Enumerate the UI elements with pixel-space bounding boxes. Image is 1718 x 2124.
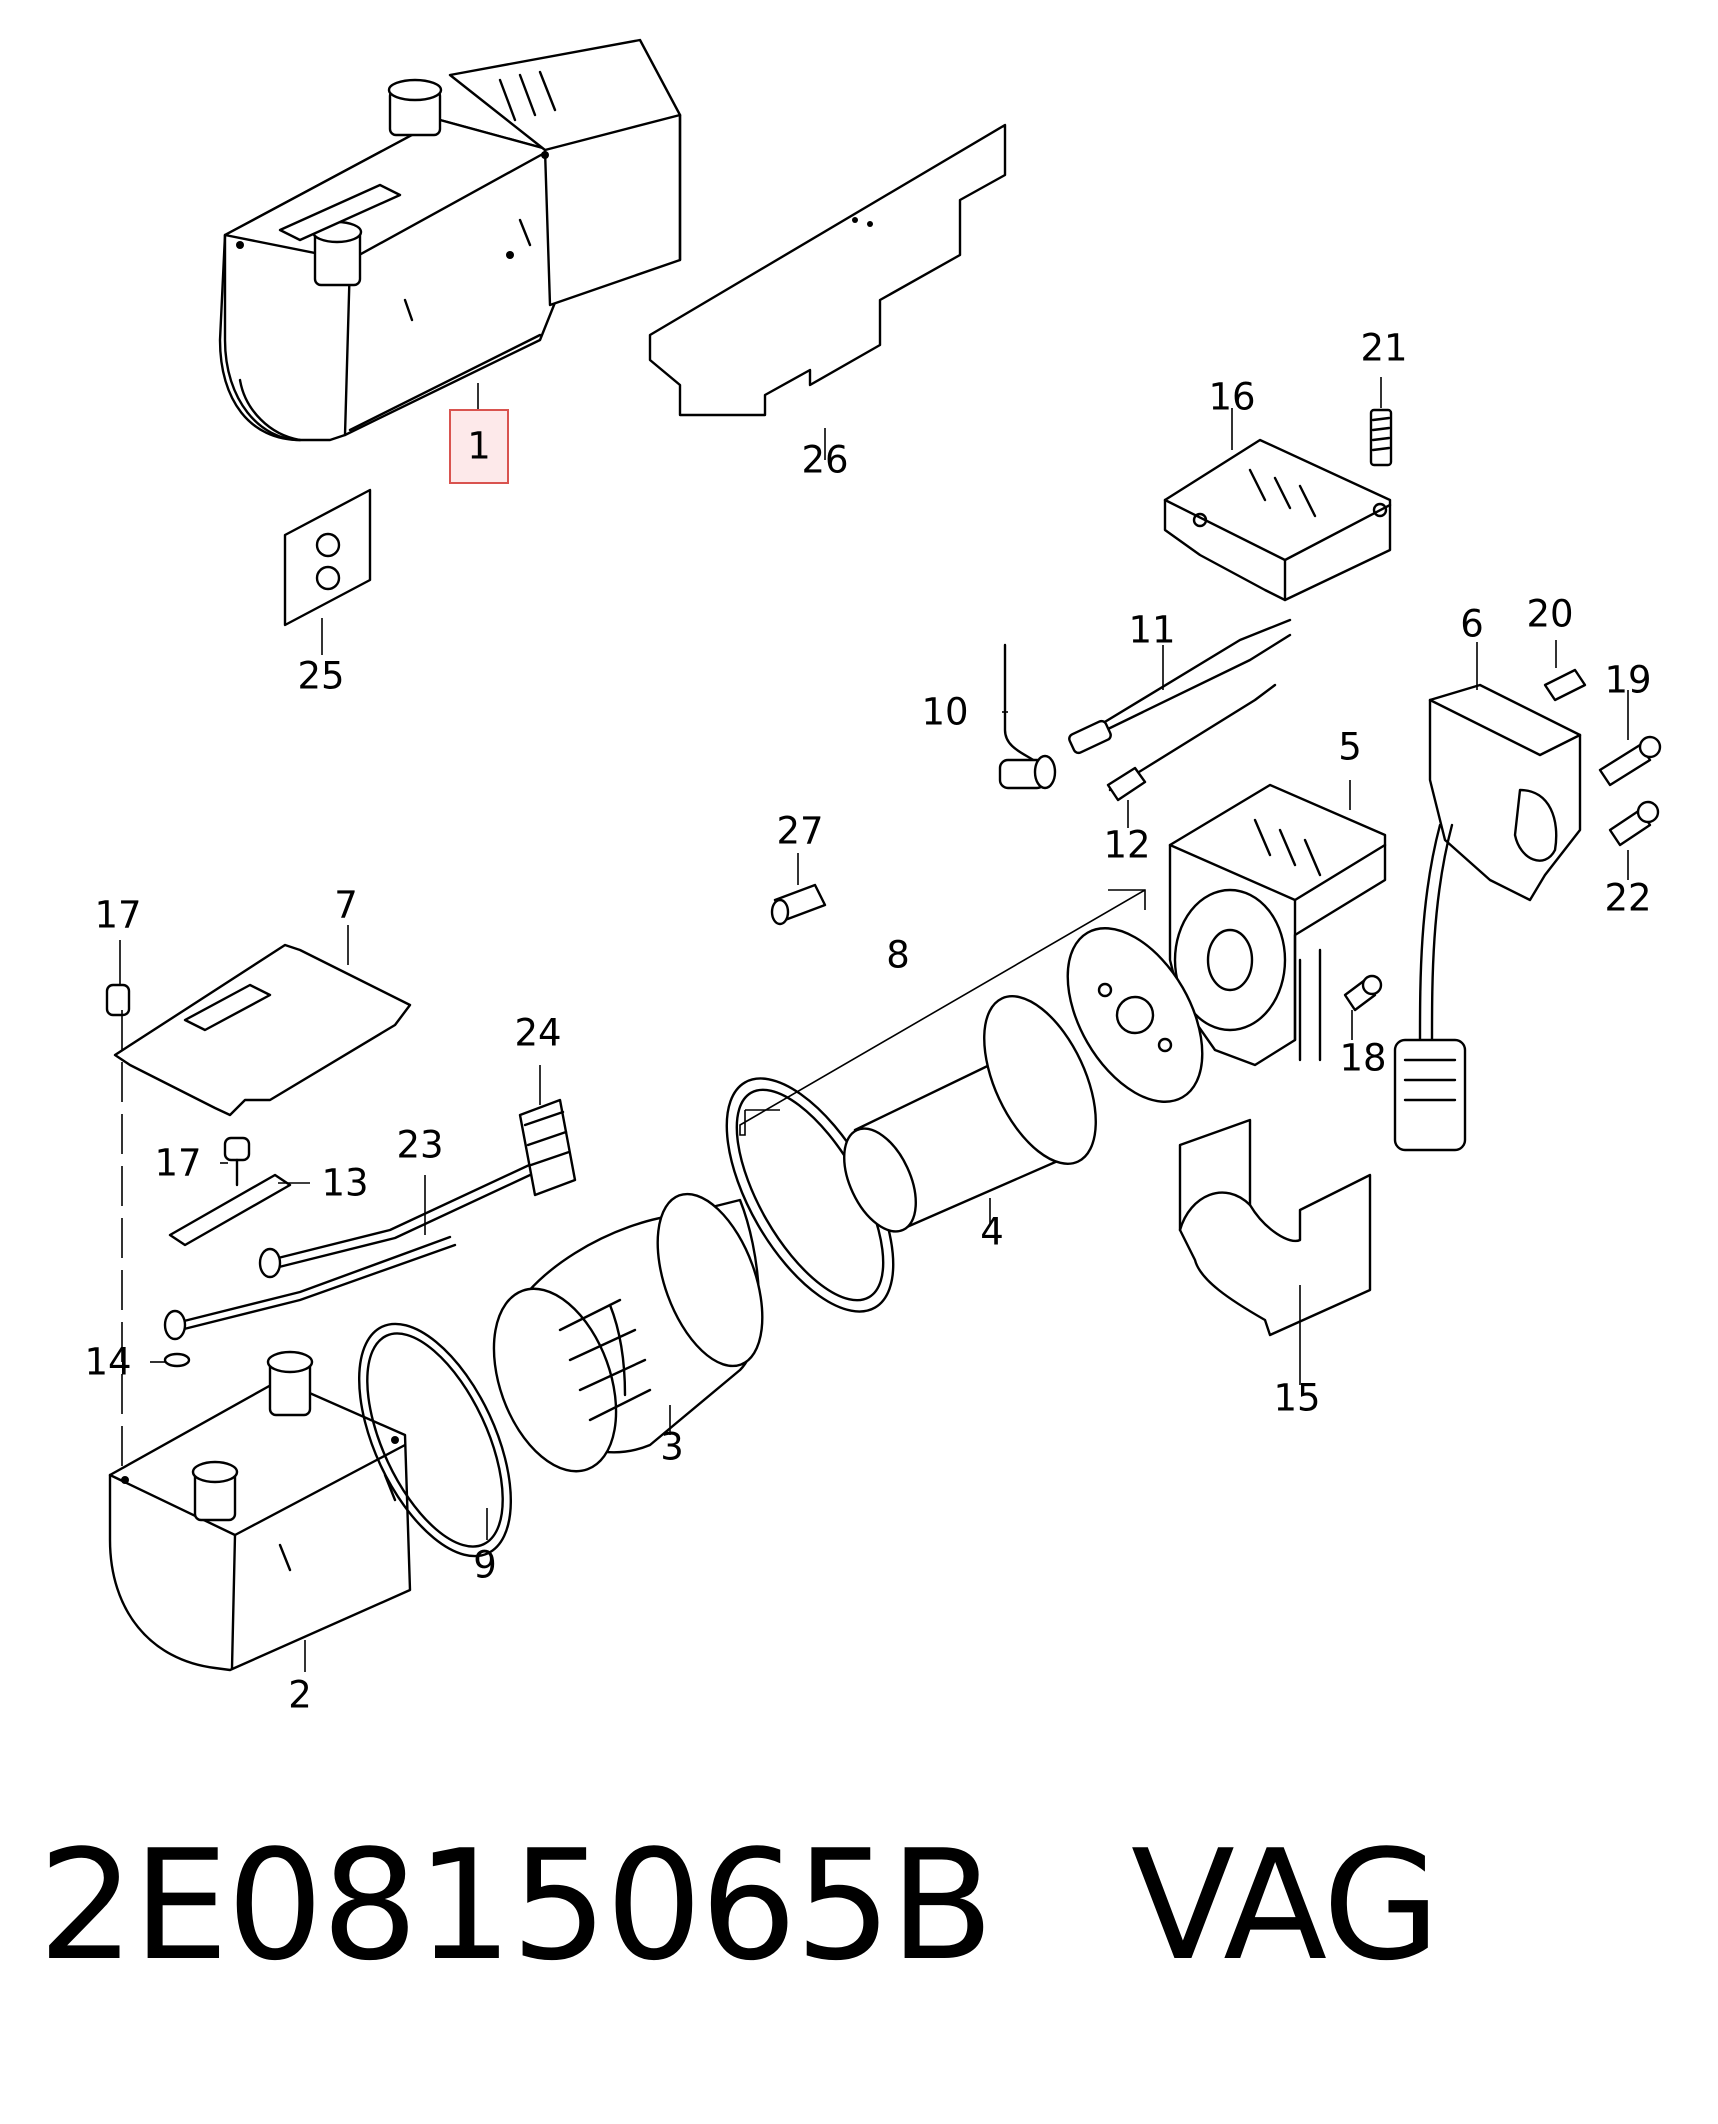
part-6-fan-housing (1393, 683, 1582, 1152)
callout-23[interactable]: 23 (396, 1124, 443, 1167)
callout-27[interactable]: 27 (776, 810, 823, 853)
callout-11[interactable]: 11 (1128, 609, 1175, 652)
part-4-flame-tube (843, 995, 1097, 1233)
callout-15[interactable]: 15 (1273, 1377, 1320, 1420)
callout-20[interactable]: 20 (1526, 593, 1573, 636)
part-24-connector (518, 1098, 577, 1197)
part-number-caption: 2E0815065B VAG (38, 1830, 1440, 1982)
part-25-seal-plate (283, 488, 372, 627)
part-number: 2E0815065B (38, 1817, 994, 1994)
callout-6[interactable]: 6 (1460, 603, 1484, 646)
callout-1[interactable]: 1 (467, 425, 491, 468)
callout-14[interactable]: 14 (84, 1341, 131, 1384)
part-17-screw-upper (105, 983, 131, 1017)
part-26-gasket (648, 123, 1007, 417)
callout-17-lower[interactable]: 17 (154, 1142, 201, 1185)
brand-name: VAG (1130, 1817, 1440, 1994)
part-23-wire-harness (163, 1158, 547, 1341)
part-2-heat-exchanger (108, 1350, 412, 1672)
part-20-screw (1543, 668, 1587, 702)
callout-9[interactable]: 9 (473, 1544, 497, 1587)
label-1-highlight (449, 409, 509, 484)
caption-gap (992, 1817, 1131, 1994)
part-8-flame-plate (1066, 927, 1204, 1103)
callout-2[interactable]: 2 (288, 1674, 312, 1717)
callout-22[interactable]: 22 (1604, 877, 1651, 920)
callout-3[interactable]: 3 (660, 1426, 684, 1469)
part-19-screw (1598, 735, 1662, 787)
part-18-screw (1343, 974, 1383, 1012)
callout-12[interactable]: 12 (1103, 824, 1150, 867)
part-11-cable (1068, 618, 1292, 755)
part-9-o-ring (357, 1322, 513, 1558)
part-22-screw (1608, 800, 1660, 847)
callout-8[interactable]: 8 (886, 934, 910, 977)
part-3-combustion-chamber (492, 1192, 764, 1473)
part-1-heater-assembly (218, 38, 682, 442)
part-13-bracket (168, 1173, 292, 1247)
part-5-burner-housing (1168, 783, 1387, 1067)
callout-25[interactable]: 25 (297, 655, 344, 698)
part-21-screw (1369, 408, 1393, 467)
part-17-screw-lower (223, 1136, 251, 1187)
callout-10[interactable]: 10 (921, 691, 968, 734)
callout-16[interactable]: 16 (1208, 376, 1255, 419)
part-14-washer (163, 1352, 191, 1368)
callout-18[interactable]: 18 (1339, 1037, 1386, 1080)
part-10-sensor (998, 643, 1057, 790)
callout-4[interactable]: 4 (980, 1211, 1004, 1254)
callout-24[interactable]: 24 (514, 1012, 561, 1055)
callout-17-upper[interactable]: 17 (94, 894, 141, 937)
part-12-sensor (1106, 683, 1277, 802)
callout-5[interactable]: 5 (1338, 726, 1362, 769)
callout-19[interactable]: 19 (1604, 659, 1651, 702)
part-16-control-cover (1163, 438, 1392, 602)
part-15-bracket (1178, 1118, 1372, 1337)
callout-7[interactable]: 7 (334, 884, 358, 927)
callout-21[interactable]: 21 (1360, 327, 1407, 370)
callout-26[interactable]: 26 (801, 439, 848, 482)
part-27-nozzle (770, 883, 827, 926)
callout-labels: 1 2 3 4 5 6 7 8 9 10 11 12 13 14 15 16 1… (84, 327, 1651, 1717)
leader-lines (119, 377, 1629, 1672)
part-7-shield-plate (113, 943, 412, 1117)
callout-13[interactable]: 13 (321, 1162, 368, 1205)
